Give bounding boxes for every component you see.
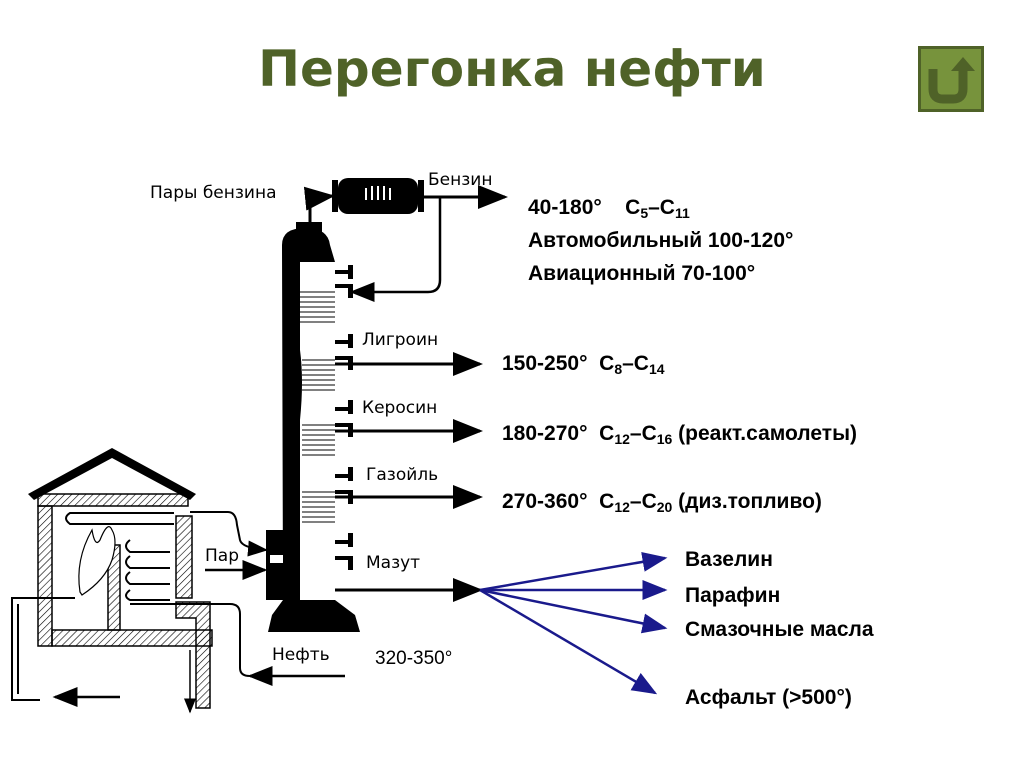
label-fuel-oil: Мазут (366, 553, 421, 573)
carbon-to: 14 (648, 361, 665, 377)
fraction-kerosene: 180-270° C12–C16 (реакт.самолеты) (502, 422, 857, 447)
fraction-temp: 270-360° (502, 490, 588, 513)
fraction-ligroin: 150-250° C8–C14 (502, 352, 665, 377)
page-title: Перегонка нефти (258, 40, 766, 98)
fuel-oil-product-arrows (479, 551, 668, 695)
label-steam: Пар (205, 546, 239, 566)
label-vapors: Пары бензина (150, 183, 277, 203)
u-turn-arrow-icon (928, 57, 975, 104)
carbon-from: 12 (614, 431, 630, 447)
distillation-column (266, 222, 360, 632)
product-vaseline: Вазелин (685, 548, 773, 571)
condenser (303, 178, 508, 302)
furnace-temperature: 320-350° (375, 648, 453, 669)
carbon-to: 11 (674, 205, 690, 221)
label-gasoil: Газойль (366, 465, 439, 485)
label-oil: Нефть (272, 645, 330, 665)
label-ligroin: Лигроин (362, 330, 439, 350)
product-paraffin: Парафин (685, 584, 781, 607)
back-button[interactable] (918, 46, 984, 112)
gasoline-type-auto: Автомобильный 100-120° (528, 229, 794, 252)
fraction-note: (реакт.самолеты) (678, 422, 857, 445)
carbon-from: 8 (614, 361, 623, 377)
carbon-to: 16 (656, 431, 673, 447)
carbon-from: 5 (640, 205, 649, 221)
fraction-temp: 40-180° (528, 196, 602, 219)
fraction-gasoline: 40-180° C5–C11 (528, 196, 690, 221)
product-asphalt: Асфальт (>500°) (685, 686, 852, 709)
label-kerosene: Керосин (362, 398, 438, 418)
furnace (11, 448, 345, 714)
carbon-to: 20 (656, 499, 673, 515)
carbon-from: 12 (614, 499, 630, 515)
fraction-temp: 150-250° (502, 352, 588, 375)
gasoline-type-aviation: Авиационный 70-100° (528, 262, 756, 285)
product-lubricating-oils: Смазочные масла (685, 618, 874, 641)
fraction-temp: 180-270° (502, 422, 588, 445)
fraction-note: (диз.топливо) (678, 490, 822, 513)
fraction-gasoil: 270-360° C12–C20 (диз.топливо) (502, 490, 822, 515)
label-gasoline: Бензин (428, 170, 493, 190)
